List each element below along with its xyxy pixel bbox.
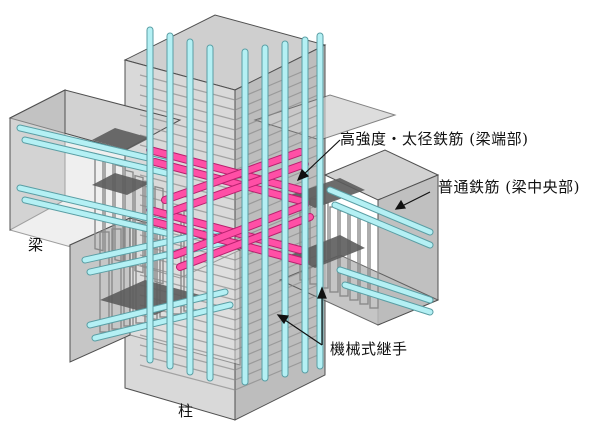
beam-front-stirrup <box>135 222 146 324</box>
label-high-strength-rebar: 高強度・太径鉄筋 (梁端部) <box>340 130 529 148</box>
coupler-band-left <box>92 128 150 150</box>
pink-bar-x <box>152 159 308 205</box>
beam-right-bar <box>342 282 433 315</box>
column-hoop <box>139 354 319 391</box>
leader-coupler-1-arrow <box>317 286 327 299</box>
beam-left-bar <box>17 125 168 165</box>
label-column: 柱 <box>178 402 194 420</box>
label-mechanical-coupler: 機械式継手 <box>330 340 408 358</box>
beam-left-bar <box>17 185 168 225</box>
beam-left-stirrup <box>154 185 164 285</box>
pink-bar-x <box>147 147 303 193</box>
beam-left-bar <box>22 137 173 177</box>
pink-bar-x <box>147 207 303 253</box>
beam-right-bar <box>337 267 433 303</box>
coupler-band-right <box>290 235 365 268</box>
leader-high-strength-arrow <box>296 168 310 182</box>
label-beam: 梁 <box>28 236 44 254</box>
beam-right-bar <box>332 202 433 248</box>
leader-coupler-2-arrow <box>276 314 289 325</box>
leader-lines <box>276 139 431 346</box>
leader-coupler-2 <box>281 317 323 346</box>
leader-normal-arrow <box>394 199 406 210</box>
coupler-band-right-top <box>290 178 365 208</box>
beam-front-bar <box>87 289 228 328</box>
beam-front-stirrup <box>111 228 122 330</box>
beam-left-bar <box>22 197 173 237</box>
pink-bar-x <box>152 219 308 265</box>
leader-normal <box>399 191 431 208</box>
column-main-bars <box>146 26 324 386</box>
beam-front-stirrup <box>99 231 110 333</box>
label-normal-rebar: 普通鉄筋 (梁中央部) <box>438 178 580 196</box>
beam-right-bar <box>327 187 433 235</box>
coupler-band-left-lower <box>92 173 150 195</box>
leader-high-strength <box>301 139 341 177</box>
